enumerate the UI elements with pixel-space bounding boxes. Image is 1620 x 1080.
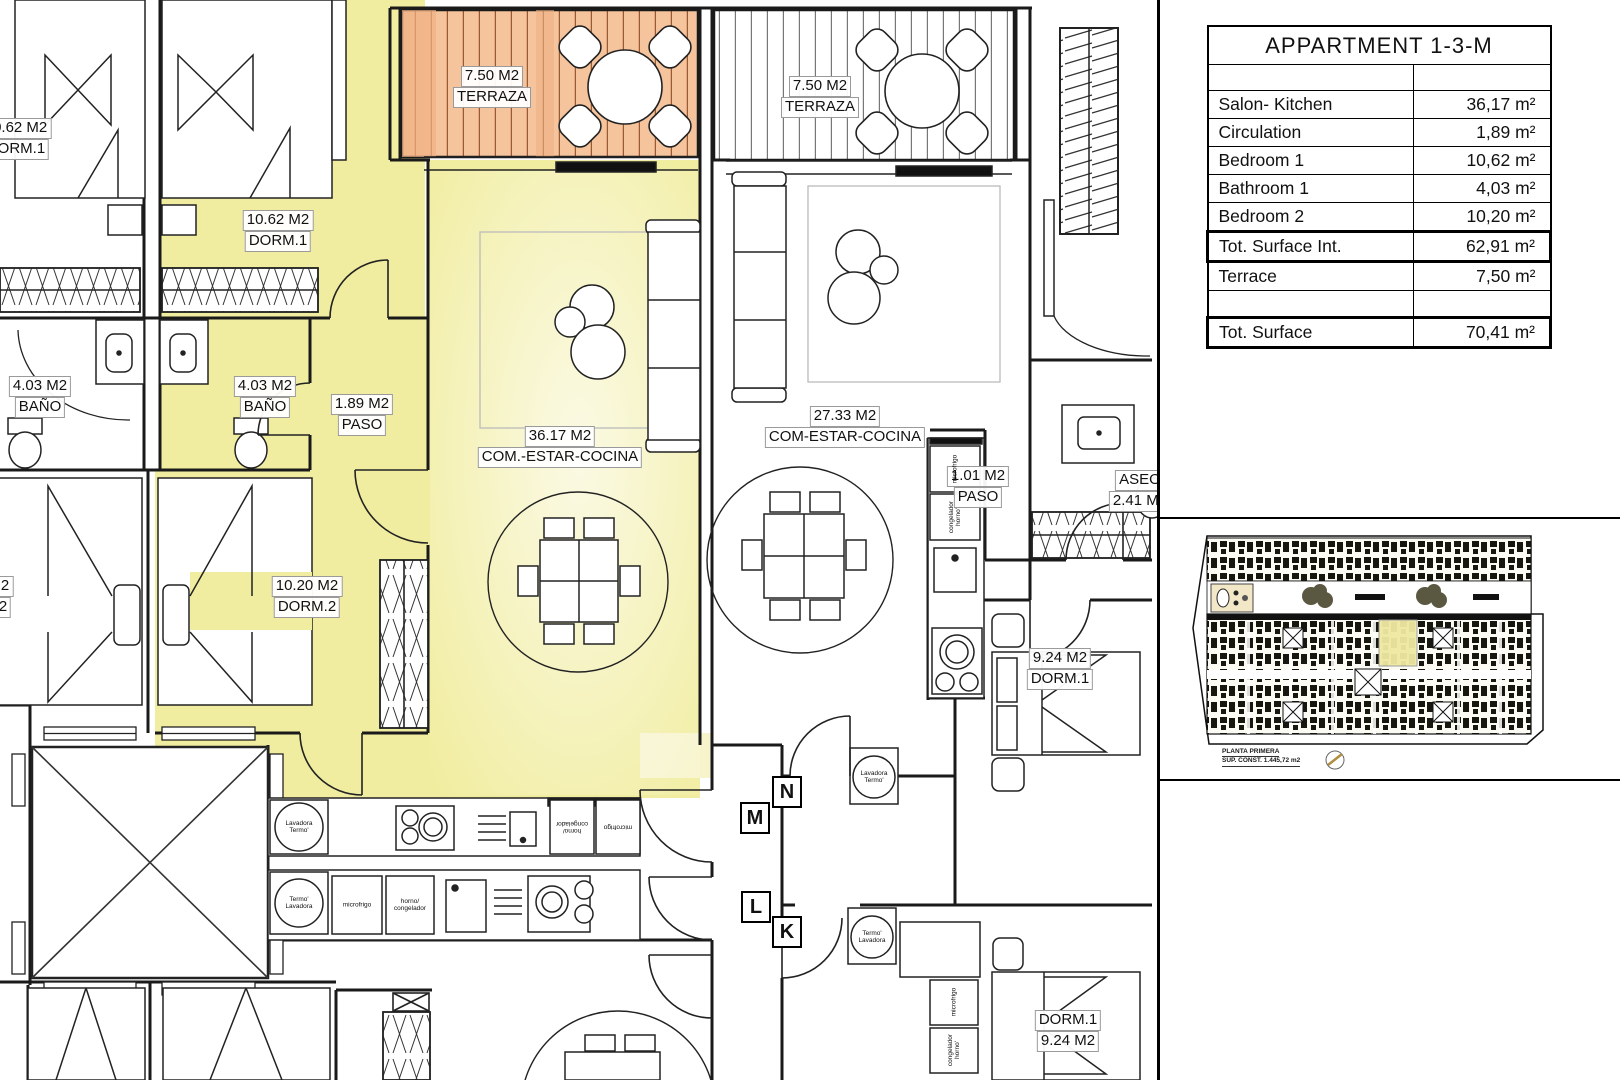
washer-label: Termo' Lavadora [285, 895, 313, 910]
table-row-total-int: Tot. Surface Int.62,91 m² [1206, 230, 1553, 263]
appliance-label: horno/ congelador [393, 897, 427, 912]
bathroom-fixtures [7, 319, 1157, 519]
unit-letter-l: L [741, 891, 771, 923]
terrace-furniture [558, 25, 989, 155]
mini-highlight-unit [1378, 619, 1418, 667]
washer-label: Lavadora Termo' [860, 769, 888, 784]
mini-patios [1282, 627, 1454, 723]
key-plan-caption: PLANTA PRIMERA SUP. CONST. 1.445,72 m2 [1222, 748, 1352, 767]
appliance-label: microfrigo [603, 823, 633, 831]
beds [0, 0, 1141, 1080]
unit-letter-k: K [772, 916, 802, 948]
window-band [424, 156, 1012, 177]
stairs [1043, 27, 1151, 357]
appliance-label: microfrigo [951, 454, 959, 484]
appliance-label: microfrigo [950, 987, 958, 1017]
floor-plan-drawing [0, 0, 1157, 1080]
divider-top [1157, 517, 1620, 519]
tree-cluster [1302, 584, 1447, 608]
table-title: APPARTMENT 1-3-M [1207, 25, 1551, 65]
patio-lightwell [11, 726, 284, 996]
appliance-label: microfrigo [342, 901, 372, 909]
unit-letter-n: N [772, 776, 802, 808]
wardrobes [0, 267, 1151, 1080]
key-plan [1192, 535, 1544, 770]
appliance-label: congelador horno' [947, 500, 962, 534]
unit-letter-m: M [740, 802, 770, 834]
appliance-label: congelador horno' [946, 1033, 961, 1067]
divider-bottom [1157, 779, 1620, 781]
washer-label: Lavadora Termo' [285, 819, 313, 834]
appliance-label: horno/ congelador [555, 820, 589, 835]
living-room-furniture [479, 171, 1001, 1080]
washer-label: Termo' Lavadora [858, 929, 886, 944]
